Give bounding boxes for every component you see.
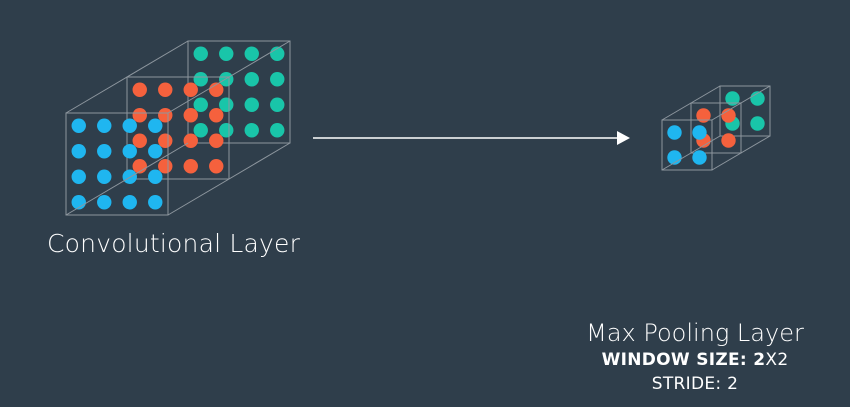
conv-dot-teal xyxy=(193,97,208,112)
conv-dot-orange xyxy=(158,82,173,97)
window-size-label: WINDOW SIZE: xyxy=(601,350,748,370)
conv-dot-teal xyxy=(244,97,259,112)
pool-depth-edge xyxy=(661,85,721,121)
pool-dot-teal xyxy=(725,91,740,106)
conv-dot-teal xyxy=(219,46,234,61)
conv-dot-blue xyxy=(122,144,137,159)
conv-dot-orange xyxy=(183,159,198,174)
conv-dot-blue xyxy=(148,144,163,159)
pool-depth-edge xyxy=(711,85,771,121)
pool-dot-blue xyxy=(692,150,707,165)
conv-dot-blue xyxy=(71,169,86,184)
arrow-head xyxy=(617,131,630,145)
conv-dot-teal xyxy=(219,123,234,138)
conv-dot-blue xyxy=(71,144,86,159)
pool-dot-orange xyxy=(721,133,736,148)
pool-depth-edge xyxy=(711,135,771,171)
pool-dot-orange xyxy=(696,108,711,123)
pool-depth-edge xyxy=(661,135,721,171)
conv-dot-orange xyxy=(132,108,147,123)
conv-dot-teal xyxy=(270,97,285,112)
conv-dot-blue xyxy=(97,195,112,210)
pool-slice-frame-teal xyxy=(719,85,771,137)
pool-dot-blue xyxy=(692,125,707,140)
conv-dot-blue xyxy=(71,118,86,133)
conv-dot-blue xyxy=(122,169,137,184)
conv-dot-orange xyxy=(132,82,147,97)
conv-dot-teal xyxy=(270,72,285,87)
conv-depth-edge xyxy=(167,40,291,114)
conv-dot-teal xyxy=(219,97,234,112)
window-size-value-rest: X2 xyxy=(765,350,789,370)
transform-arrow xyxy=(313,131,630,145)
conv-dot-teal xyxy=(219,72,234,87)
conv-dot-teal xyxy=(244,72,259,87)
conv-dot-teal xyxy=(193,72,208,87)
conv-dot-blue xyxy=(122,118,137,133)
conv-dot-teal xyxy=(244,46,259,61)
conv-dot-blue xyxy=(148,169,163,184)
window-size-value-bold: 2 xyxy=(753,350,766,370)
conv-dot-orange xyxy=(183,108,198,123)
stride-text: STRIDE: 2 xyxy=(651,374,739,394)
conv-dot-blue xyxy=(97,169,112,184)
conv-depth-edge xyxy=(65,142,189,216)
conv-dot-teal xyxy=(270,123,285,138)
max-pooling-layer-label: Max Pooling Layer xyxy=(586,319,804,347)
conv-dot-orange xyxy=(132,133,147,148)
pool-dot-blue xyxy=(667,125,682,140)
conv-dot-blue xyxy=(148,118,163,133)
pool-dot-teal xyxy=(750,116,765,131)
convolutional-layer-label: Convolutional Layer xyxy=(47,229,301,258)
conv-slice-frame-blue xyxy=(65,112,169,216)
conv-dot-teal xyxy=(244,123,259,138)
conv-dot-orange xyxy=(183,82,198,97)
conv-dot-blue xyxy=(97,144,112,159)
conv-dot-teal xyxy=(193,46,208,61)
conv-dot-blue xyxy=(148,195,163,210)
conv-depth-edge xyxy=(65,40,189,114)
conv-depth-edge xyxy=(167,142,291,216)
convolutional-layer-cube xyxy=(65,40,291,216)
pooling-caption: Max Pooling Layer WINDOW SIZE: 2X2 STRID… xyxy=(560,318,830,396)
pool-slice-frame-blue xyxy=(661,119,713,171)
conv-dot-orange xyxy=(209,108,224,123)
pool-slice-frame-orange xyxy=(690,102,742,154)
conv-dot-orange xyxy=(158,133,173,148)
max-pooling-layer-cube xyxy=(661,85,771,171)
conv-dot-orange xyxy=(158,108,173,123)
conv-dot-orange xyxy=(183,133,198,148)
conv-dot-orange xyxy=(209,133,224,148)
conv-dot-orange xyxy=(158,159,173,174)
conv-dot-blue xyxy=(122,195,137,210)
conv-dot-blue xyxy=(97,118,112,133)
window-size-text: WINDOW SIZE: 2X2 xyxy=(560,348,830,372)
conv-dot-orange xyxy=(209,159,224,174)
conv-dot-teal xyxy=(193,123,208,138)
